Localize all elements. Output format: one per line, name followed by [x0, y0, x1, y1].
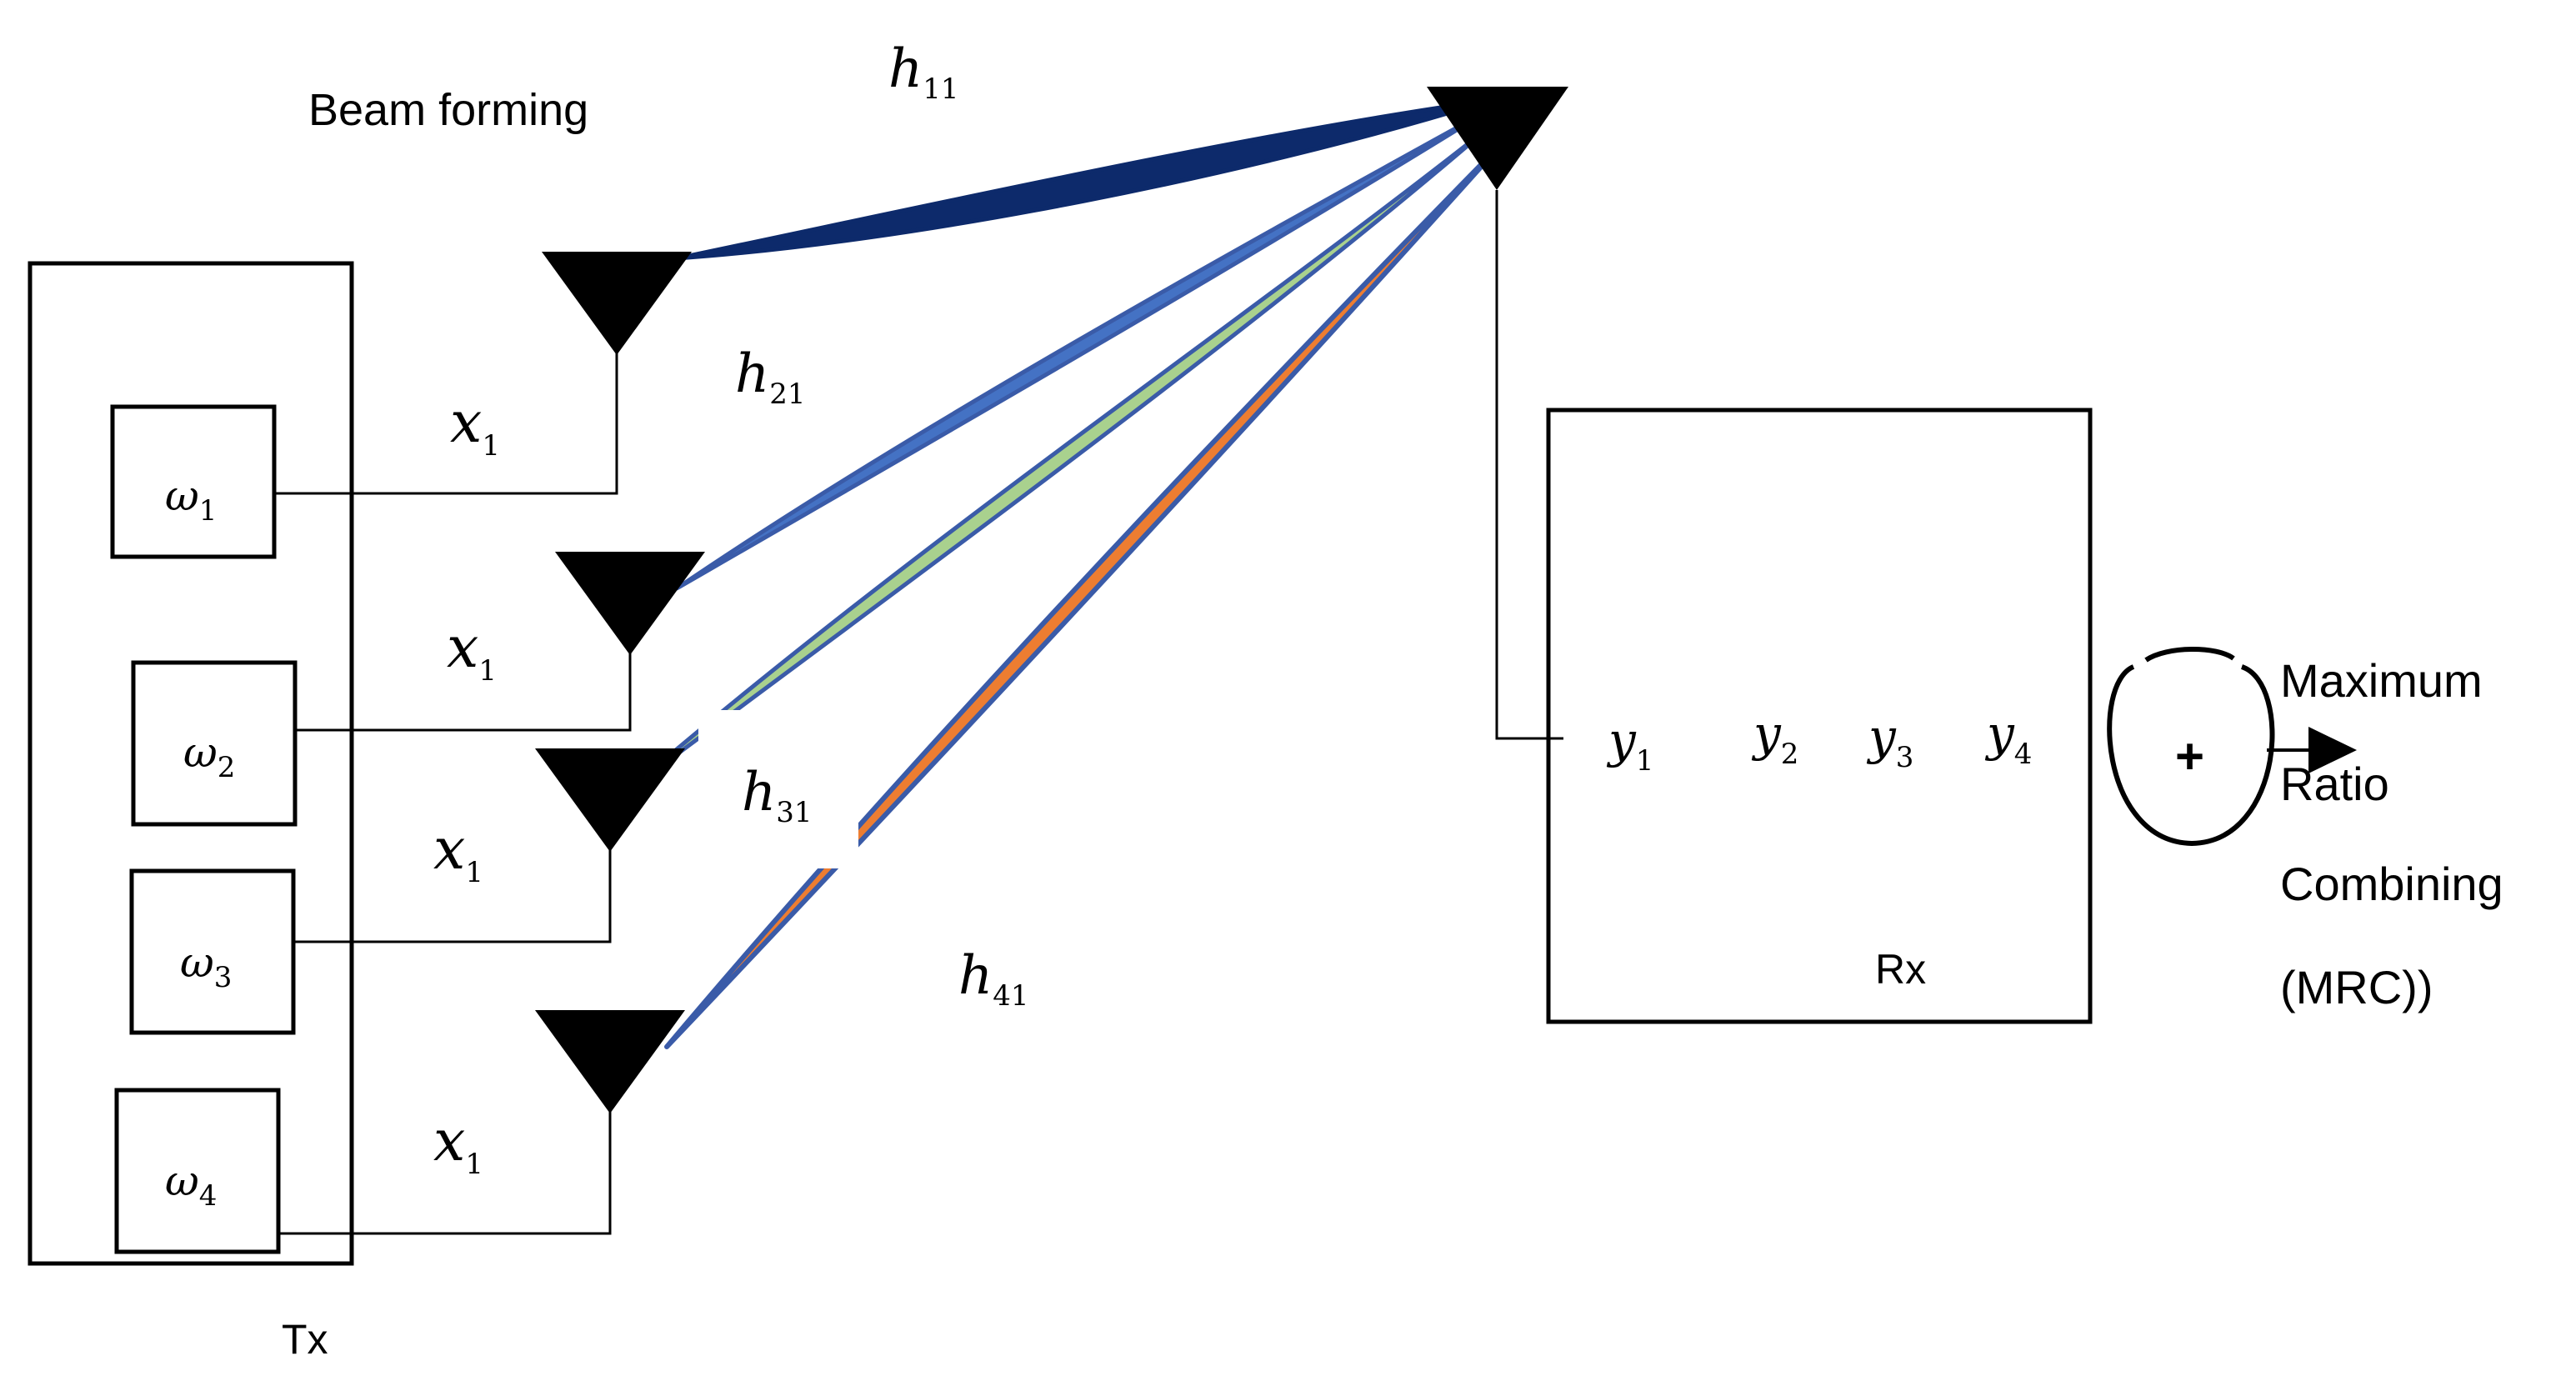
tx-antennas: [535, 252, 705, 1113]
weight-subscript: 1: [199, 494, 218, 528]
weight-symbol: ω: [165, 1157, 199, 1205]
channel-label-h31: h31: [742, 762, 812, 829]
rx-output-y4: y4: [1984, 705, 2032, 771]
mrc-label-line-3: Combining: [2280, 858, 2503, 910]
diagram-title: Beam forming: [308, 85, 588, 135]
signal-label-1: x1: [450, 390, 500, 463]
weight-symbol: ω: [183, 728, 218, 777]
weight-box-2: ω2: [131, 660, 298, 827]
weight-subscript: 3: [214, 961, 233, 994]
combiner-plus-icon: +: [2175, 728, 2204, 784]
weight-box-4: ω4: [114, 1088, 281, 1254]
combiner: +: [2107, 647, 2357, 847]
combiner-circle-top: [2144, 647, 2235, 663]
weight-symbol: ω: [180, 938, 214, 987]
feed-line-2: [295, 652, 632, 732]
channel-label-h11: h11: [888, 38, 958, 106]
rx-label: Rx: [1875, 946, 1926, 993]
channel-label-h41: h41: [958, 945, 1028, 1013]
signal-label-2: x1: [447, 615, 497, 688]
tx-block: Tx ω1 ω2 ω3 ω4: [28, 261, 354, 1363]
rx-output-y3: y3: [1866, 708, 1913, 774]
signal-label-4: x1: [433, 1108, 483, 1181]
tx-antenna-3: [535, 748, 685, 852]
svg-text:ω1: ω1: [165, 472, 217, 528]
rx-block: y1 y2 y3 y4 Rx: [1546, 408, 2093, 1024]
feed-line-1: [274, 350, 618, 495]
svg-text:ω4: ω4: [165, 1157, 217, 1213]
feed-line-4: [278, 1110, 612, 1235]
rx-box: [1546, 408, 2093, 1024]
rx-antenna: [1427, 87, 1568, 190]
mrc-label-line-1: Maximum: [2280, 654, 2483, 707]
weight-box-3: ω3: [129, 868, 296, 1035]
rx-output-y1: y1: [1606, 712, 1653, 778]
h31-label-background: [698, 710, 858, 868]
signal-label-3: x1: [433, 817, 483, 889]
rx-output-y2: y2: [1751, 705, 1798, 771]
beams: [624, 98, 1508, 1049]
arrowhead-icon: [2308, 727, 2357, 773]
mrc-label: Maximum Ratio Combining (MRC)): [2280, 654, 2516, 1013]
mrc-label-line-2: Ratio: [2280, 758, 2389, 810]
weight-box-1: ω1: [110, 404, 277, 559]
svg-text:ω2: ω2: [183, 728, 235, 784]
tx-box: [28, 261, 354, 1266]
tx-antenna-4: [535, 1010, 685, 1113]
tx-label: Tx: [282, 1316, 328, 1363]
weight-symbol: ω: [165, 472, 199, 520]
weight-subscript: 4: [199, 1179, 218, 1213]
beam-h31: [624, 123, 1494, 794]
weight-subscript: 2: [218, 751, 236, 784]
feed-lines: [274, 350, 632, 1235]
rx-feed-line: [1495, 190, 1563, 740]
combiner-circle: [2107, 664, 2275, 847]
svg-text:ω3: ω3: [180, 938, 232, 994]
mrc-label-line-4: (MRC)): [2280, 961, 2433, 1013]
channel-label-h21: h21: [735, 343, 805, 411]
tx-antenna-2: [555, 552, 705, 655]
tx-antenna-1: [542, 252, 692, 355]
feed-line-3: [293, 850, 612, 943]
beam-h41: [664, 138, 1508, 1049]
